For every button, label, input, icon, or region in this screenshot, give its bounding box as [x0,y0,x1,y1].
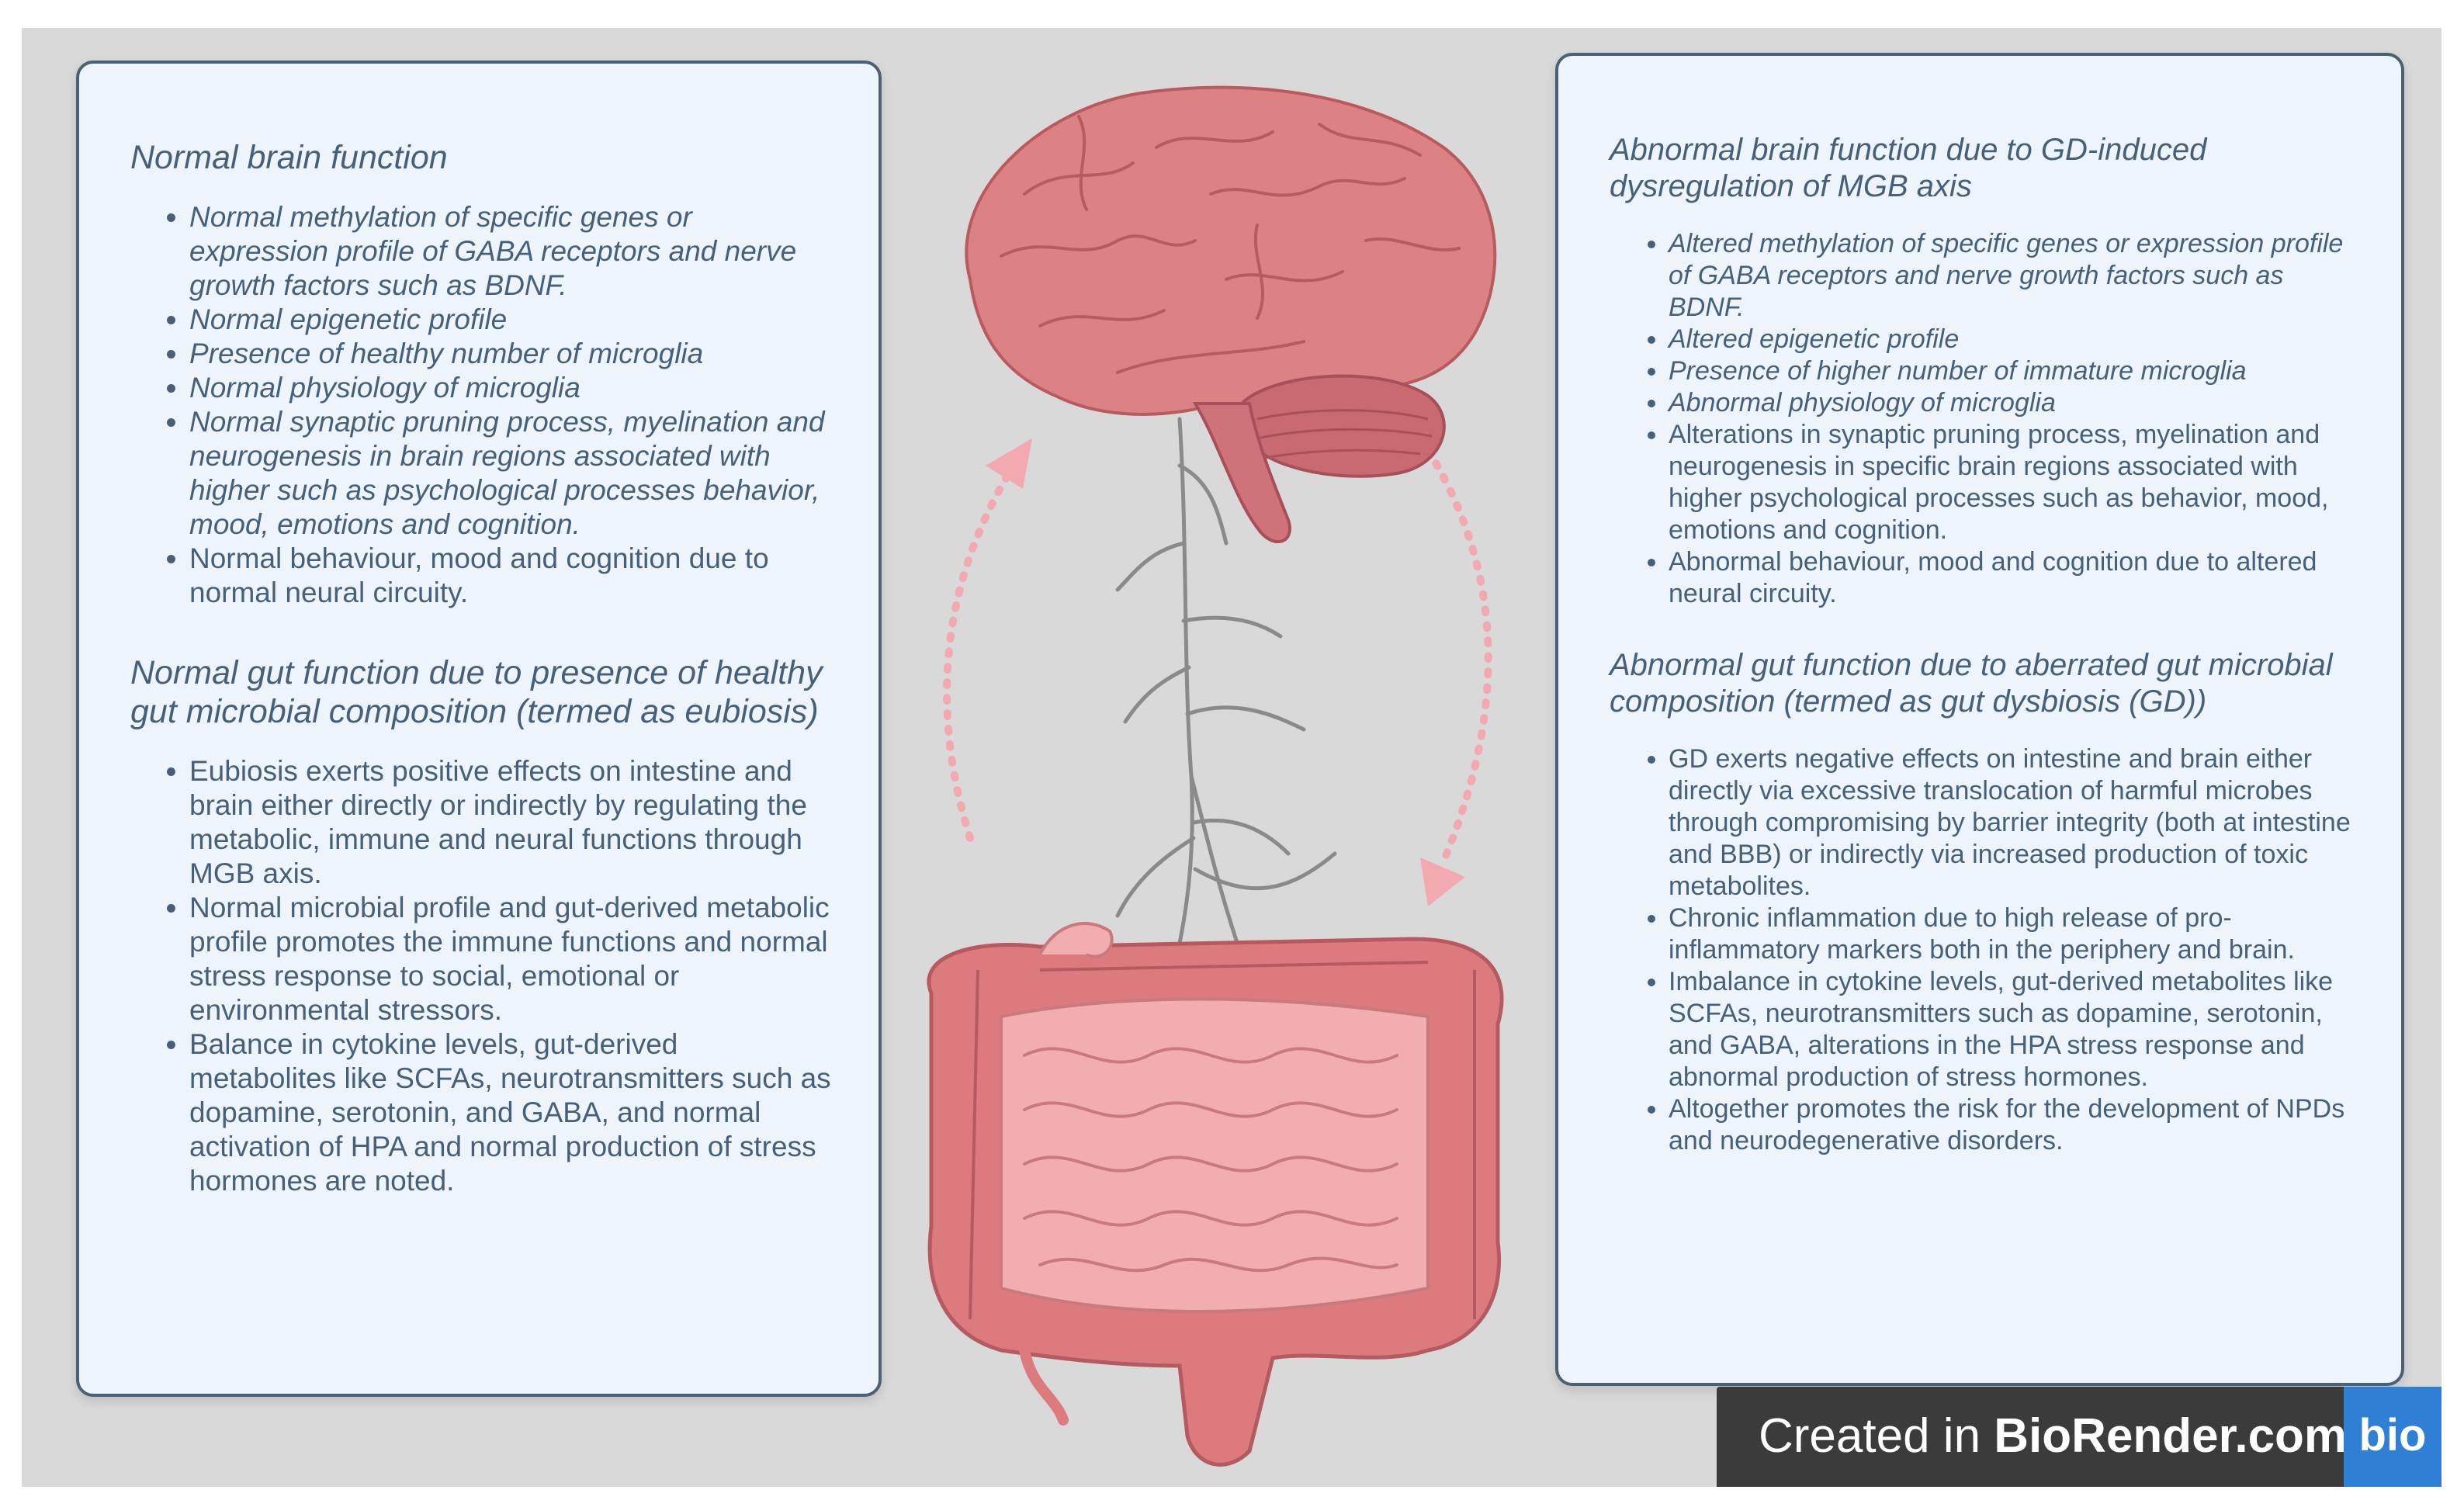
duodenum-icon [1038,922,1114,958]
list-item: Normal behaviour, mood and cognition due… [189,542,832,610]
small-intestine-icon [1000,997,1430,1313]
brainstem-icon [1192,402,1291,544]
normal-brain-title: Normal brain function [130,139,448,176]
brain-gut-illustration [927,85,1504,1467]
abnormal-gut-title: Abnormal gut function due to aberrated g… [1610,648,2333,719]
cerebellum-icon [1237,374,1446,478]
normal-gut-list: Eubiosis exerts positive effects on inte… [130,754,832,1198]
list-item: Normal microbial profile and gut-derived… [189,891,832,1027]
list-item: Normal synaptic pruning process, myelina… [189,405,832,542]
normal-gut-title: Normal gut function due to presence of h… [130,654,823,730]
list-item: Alterations in synaptic pruning process,… [1669,419,2355,546]
list-item: Normal epigenetic profile [189,303,832,337]
list-item: Altered epigenetic profile [1669,324,2355,355]
intestine-icon [927,922,1504,1467]
list-item: Altogether promotes the risk for the dev… [1669,1093,2355,1157]
vagus-nerve [1115,417,1337,980]
list-item: GD exerts negative effects on intestine … [1669,743,2355,902]
arrow-up-head [986,438,1032,489]
brain-icon [965,85,1497,544]
watermark-prefix: Created in [1759,1409,1994,1463]
arrow-down-head [1420,857,1465,906]
list-item: Presence of higher number of immature mi… [1669,355,2355,387]
arrow-up-icon [943,469,1013,842]
logo-text: bio [2358,1410,2427,1460]
list-item: Abnormal physiology of microglia [1669,387,2355,419]
appendix-icon [1019,1345,1069,1426]
list-item: Altered methylation of specific genes or… [1669,228,2355,324]
bidirectional-arrows [943,438,1492,906]
biorender-logo-icon: bio [2344,1387,2441,1487]
watermark-text: Created in BioRender.com [1759,1405,2347,1467]
normal-brain-list: Normal methylation of specific genes or … [130,200,832,610]
normal-function-panel: Normal brain function Normal methylation… [76,61,882,1397]
list-item: Abnormal behaviour, mood and cognition d… [1669,546,2355,610]
biorender-watermark: Created in BioRender.com bio [1717,1387,2441,1487]
list-item: Imbalance in cytokine levels, gut-derive… [1669,966,2355,1093]
list-item: Normal methylation of specific genes or … [189,200,832,303]
list-item: Presence of healthy number of microglia [189,337,832,371]
abnormal-brain-title: Abnormal brain function due to GD-induce… [1610,133,2207,203]
list-item: Normal physiology of microglia [189,371,832,405]
abnormal-brain-list: Altered methylation of specific genes or… [1610,228,2355,610]
list-item: Eubiosis exerts positive effects on inte… [189,754,832,891]
list-item: Chronic inflammation due to high release… [1669,902,2355,966]
abnormal-gut-list: GD exerts negative effects on intestine … [1610,743,2355,1157]
watermark-brand: BioRender.com [1994,1409,2348,1463]
abnormal-function-panel: Abnormal brain function due to GD-induce… [1555,53,2404,1386]
arrow-down-icon [1424,446,1492,865]
list-item: Balance in cytokine levels, gut-derived … [189,1027,832,1198]
